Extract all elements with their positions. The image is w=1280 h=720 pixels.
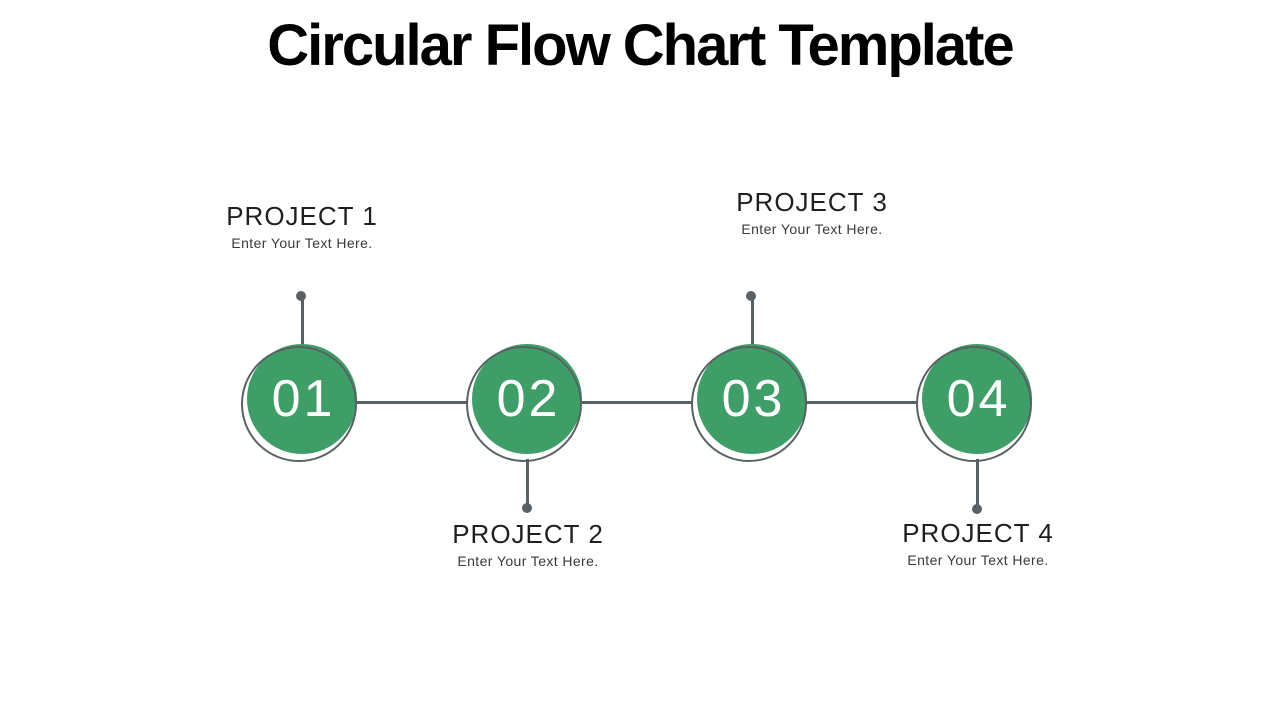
slide-title: Circular Flow Chart Template	[267, 13, 1014, 78]
node2-stem-dot	[522, 503, 532, 513]
connector-line-3-4	[806, 401, 917, 404]
node1-title: PROJECT 1	[226, 201, 378, 231]
node3-label: PROJECT 3 Enter Your Text Here.	[662, 188, 962, 237]
node1-subtitle: Enter Your Text Here.	[231, 234, 373, 251]
node4-title: PROJECT 4	[902, 518, 1054, 548]
node4-label: PROJECT 4 Enter Your Text Here.	[828, 519, 1128, 568]
node3-ring	[691, 346, 807, 462]
node4-subtitle: Enter Your Text Here.	[907, 551, 1049, 568]
node2-stem-line	[525, 459, 529, 507]
node2-subtitle: Enter Your Text Here.	[457, 552, 599, 569]
node4-ring	[916, 346, 1032, 462]
node1-stem-line	[300, 296, 304, 350]
node4-stem-dot	[972, 504, 982, 514]
node1-label: PROJECT 1 Enter Your Text Here.	[152, 202, 452, 251]
node3-title: PROJECT 3	[736, 187, 888, 217]
node3-subtitle: Enter Your Text Here.	[741, 220, 883, 237]
node2-title: PROJECT 2	[452, 519, 604, 549]
node3-stem-dot	[746, 291, 756, 301]
connector-line-1-2	[356, 401, 467, 404]
connector-line-2-3	[581, 401, 692, 404]
node4-stem-line	[975, 459, 979, 509]
node2-ring	[466, 346, 582, 462]
node3-stem-line	[750, 296, 754, 350]
node1-ring	[241, 346, 357, 462]
node1-stem-dot	[296, 291, 306, 301]
node2-label: PROJECT 2 Enter Your Text Here.	[378, 520, 678, 569]
